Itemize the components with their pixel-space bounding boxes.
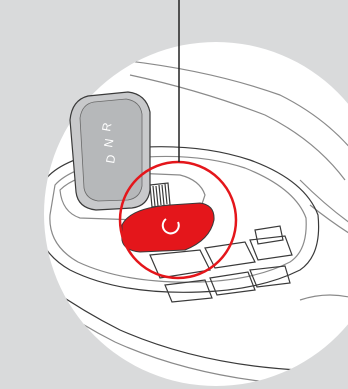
lever-grip-ribs <box>150 183 170 207</box>
gear-selector-lever: R N D <box>70 92 150 210</box>
